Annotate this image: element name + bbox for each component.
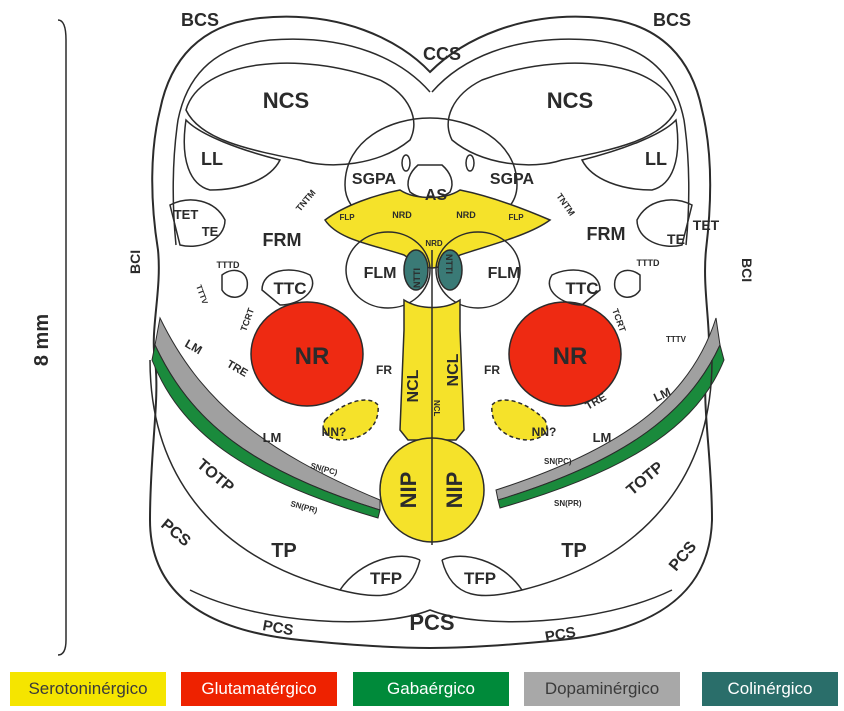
tet-right-label: TET (693, 217, 720, 233)
tttv-right-label: TTTV (666, 335, 687, 344)
ncl-right-label: NCL (445, 353, 462, 386)
ll-left-label: LL (201, 149, 223, 169)
totp-left-label: TOTP (193, 456, 237, 496)
legend-serotonergic: Serotoninérgico (10, 672, 166, 706)
legend-gabaergic: Gabaérgico (353, 672, 509, 706)
bcs-left-label: BCS (181, 10, 219, 30)
sn-pr-left-label: SN(PR) (289, 499, 318, 515)
as-label: AS (425, 187, 448, 204)
tttd-right (615, 270, 640, 297)
sgpa-left-spot (402, 155, 410, 171)
tre-left-label: TRE (225, 358, 250, 379)
bci-right-label: BCI (739, 258, 755, 282)
tttd-left-label: TTTD (217, 260, 240, 270)
legend-serotonergic-label: Serotoninérgico (28, 679, 147, 698)
tfp-left-label: TFP (370, 569, 402, 588)
pcs-bottom-center-label: PCS (409, 610, 454, 635)
nrd-left-label: NRD (392, 210, 412, 220)
tttd-left (222, 270, 247, 297)
ncs-right-label: NCS (547, 88, 593, 113)
fr-left-label: FR (376, 363, 392, 377)
sn-pc-right-label: SN(PC) (544, 457, 572, 466)
tp-left-label: TP (271, 540, 297, 562)
flm-right-label: FLM (488, 265, 521, 282)
frm-left-label: FRM (263, 230, 302, 250)
legend-dopaminergic-label: Dopaminérgico (545, 679, 659, 698)
lm-left-upper-label: LM (183, 336, 205, 357)
ncl-left-label: NCL (405, 369, 422, 402)
legend-cholinergic-label: Colinérgico (727, 679, 812, 698)
fr-right-label: FR (484, 363, 500, 377)
ttc-right-label: TTC (565, 279, 598, 298)
flp-left-label: FLP (339, 213, 355, 222)
legend-dopaminergic: Dopaminérgico (524, 672, 680, 706)
tntm-right-label: TNTM (554, 191, 577, 217)
legend-glutamatergic-label: Glutamatérgico (201, 679, 316, 698)
ncs-left-label: NCS (263, 88, 309, 113)
ntti-right-label: NTTI (444, 254, 454, 274)
sgpa-right-label: SGPA (490, 171, 535, 188)
nr-right-label: NR (553, 343, 588, 370)
pcs-left-label: PCS (157, 516, 193, 550)
scale-label: 8 mm (31, 314, 53, 366)
tp-right-label: TP (561, 540, 587, 562)
pcs-right-label: PCS (666, 538, 700, 574)
ll-left-region (184, 120, 280, 190)
legend-gabaergic-label: Gabaérgico (387, 679, 475, 698)
nrd-center-label: NRD (425, 239, 443, 248)
tfp-right-label: TFP (464, 569, 496, 588)
lm-right-lower-label: LM (593, 430, 612, 445)
flm-left-label: FLM (364, 265, 397, 282)
sgpa-left-label: SGPA (352, 171, 397, 188)
nip-right-label: NIP (442, 472, 467, 509)
frm-right-label: FRM (587, 224, 626, 244)
brainstem-section-diagram: 8 mm BCS BCS CCS NCS (0, 0, 844, 660)
totp-right-label: TOTP (624, 459, 668, 499)
nrd-right-label: NRD (456, 210, 476, 220)
scale-bar (58, 20, 66, 655)
ccs-label: CCS (423, 44, 461, 64)
ntti-left-label: NTTI (412, 268, 422, 288)
ncs-right-region (448, 63, 676, 165)
tet-left-label: TET (174, 207, 199, 222)
sn-pr-right-label: SN(PR) (554, 499, 582, 508)
ttc-left-label: TTC (273, 279, 306, 298)
sgpa-right-spot (466, 155, 474, 171)
tntm-left-label: TNTM (294, 188, 318, 214)
nn-right-label: NN? (532, 425, 557, 439)
lm-left-lower-label: LM (263, 430, 282, 445)
te-left-label: TE (202, 224, 219, 239)
nr-left-label: NR (295, 343, 330, 370)
bcs-right-label: BCS (653, 10, 691, 30)
ll-right-label: LL (645, 149, 667, 169)
bci-left-label: BCI (127, 250, 143, 274)
pcs-bottom-right-label: PCS (544, 624, 577, 646)
tttd-right-label: TTTD (637, 258, 660, 268)
flp-right-label: FLP (508, 213, 524, 222)
nn-left-label: NN? (322, 425, 347, 439)
legend-cholinergic: Colinérgico (702, 672, 838, 706)
legend-glutamatergic: Glutamatérgico (181, 672, 337, 706)
tcrt-left-label: TCRT (238, 306, 256, 332)
legend: Serotoninérgico Glutamatérgico Gabaérgic… (0, 672, 844, 708)
tttv-left-label: TTTV (194, 284, 210, 306)
te-right-label: TE (667, 231, 685, 247)
ncl-center-label: NCL (432, 400, 441, 417)
nip-left-label: NIP (396, 472, 421, 509)
